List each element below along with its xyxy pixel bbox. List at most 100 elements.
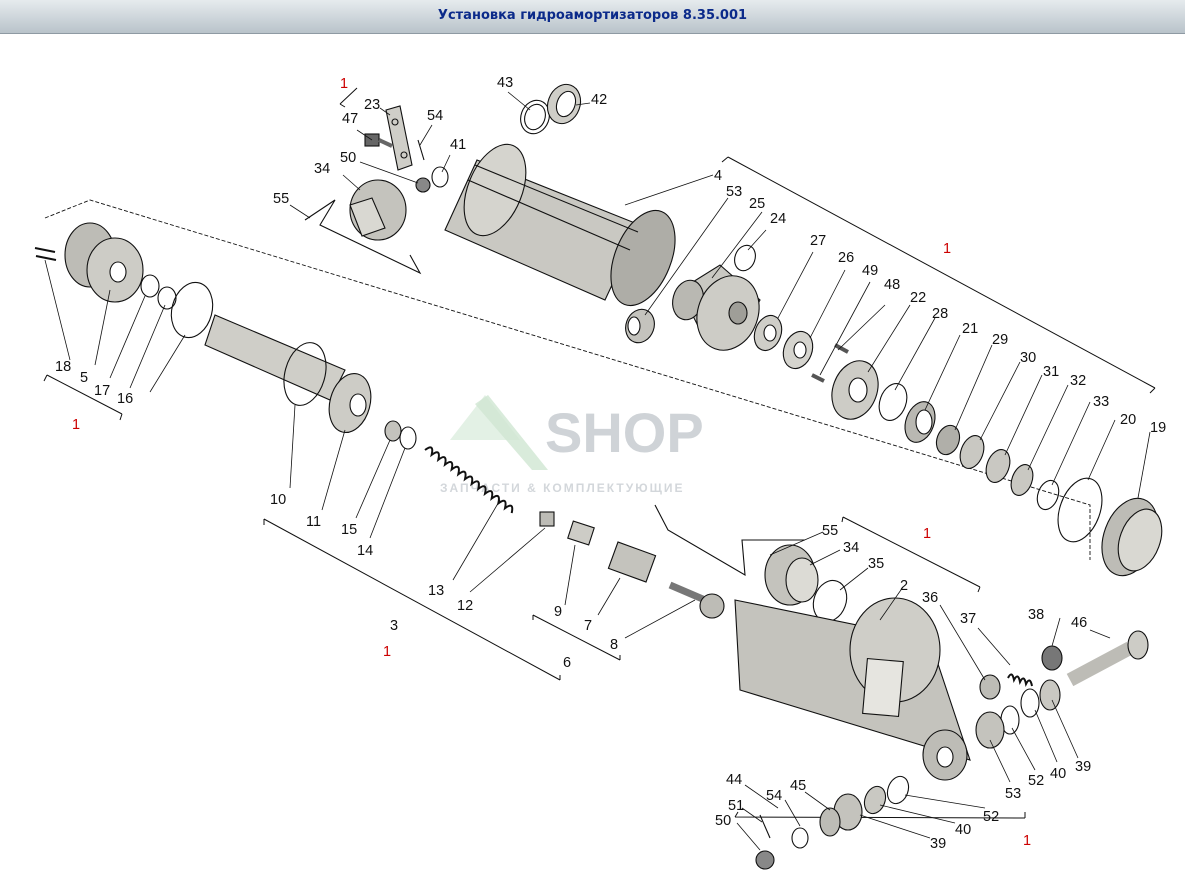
assembly-line	[44, 199, 1091, 560]
callout-label: 16	[117, 391, 133, 407]
callout-label: 43	[497, 75, 513, 91]
group-mark: 1	[340, 76, 348, 92]
watermark-tagline: ЗАПЧАСТИ & КОМПЛЕКТУЮЩИЕ	[440, 481, 684, 495]
ring-10	[283, 342, 327, 406]
piston-19	[1101, 497, 1163, 577]
callout-label: 50	[715, 813, 731, 829]
callout-label: 12	[457, 598, 473, 614]
callout-label: 27	[810, 233, 826, 249]
bushing-15-14	[384, 420, 417, 450]
callout-label: 20	[1120, 412, 1136, 428]
callout-label: 25	[749, 196, 765, 212]
callout-label: 40	[955, 822, 971, 838]
callout-label: 33	[1093, 394, 1109, 410]
callout-label: 39	[930, 836, 946, 852]
cylinder-4	[444, 143, 676, 307]
title-bar: Установка гидроамортизаторов 8.35.001	[0, 0, 1185, 34]
ring-24	[734, 244, 756, 272]
callout-label: 51	[728, 798, 744, 814]
callout-label: 42	[591, 92, 607, 108]
watermark: SHOP ЗАПЧАСТИ & КОМПЛЕКТУЮЩИЕ	[440, 395, 704, 495]
callout-label: 36	[922, 590, 938, 606]
nut-50-top	[415, 177, 431, 193]
watermark-brand: SHOP	[545, 401, 704, 464]
group-mark: 1	[923, 526, 931, 542]
callout-label: 52	[1028, 773, 1044, 789]
callout-label: 32	[1070, 373, 1086, 389]
plate-23	[385, 105, 413, 171]
callout-label: 23	[364, 97, 380, 113]
page-title: Установка гидроамортизаторов 8.35.001	[437, 8, 748, 23]
callout-label: 26	[838, 250, 854, 266]
rings-30-31-32-33	[959, 435, 1060, 511]
callout-label: 54	[766, 788, 782, 804]
group-brackets	[43, 87, 1156, 819]
group-mark: 1	[72, 417, 80, 433]
guide-11	[328, 373, 372, 433]
group-mark: 1	[1023, 833, 1031, 849]
exploded-diagram: SHOP ЗАПЧАСТИ & КОМПЛЕКТУЮЩИЕ	[34, 75, 1166, 870]
bolt-47	[364, 133, 393, 148]
callout-label: 34	[314, 161, 330, 177]
ring-16	[170, 281, 214, 339]
seal-42	[546, 83, 582, 125]
bolt-46	[1066, 630, 1149, 687]
callout-label: 48	[884, 277, 900, 293]
cap-34-top	[349, 179, 407, 241]
callout-label: 6	[563, 655, 571, 671]
callout-label: 38	[1028, 607, 1044, 623]
callout-label: 53	[1005, 786, 1021, 802]
callout-label: 13	[428, 583, 444, 599]
spring-13	[424, 446, 514, 514]
callout-label: 18	[55, 359, 71, 375]
callout-label: 29	[992, 332, 1008, 348]
ring-43	[520, 99, 550, 135]
leader-lines	[44, 91, 1151, 851]
rings-17	[140, 274, 177, 310]
cylinder-2	[734, 597, 971, 781]
callout-label: 45	[790, 778, 806, 794]
bottom-parts	[755, 775, 910, 870]
callout-label: 5	[80, 370, 88, 386]
callout-label: 31	[1043, 364, 1059, 380]
seal-29	[935, 424, 961, 456]
drawing-canvas: SHOP ЗАПЧАСТИ & КОМПЛЕКТУЮЩИЕ	[0, 34, 1185, 889]
callout-label: 15	[341, 522, 357, 538]
flange-22	[831, 360, 879, 420]
wire-55-mid	[654, 504, 805, 577]
group-mark: 1	[383, 644, 391, 660]
callout-label: 28	[932, 306, 948, 322]
nut-38	[1041, 645, 1063, 671]
spring-37	[1007, 673, 1033, 688]
callout-label: 46	[1071, 615, 1087, 631]
bolts-49-48	[811, 343, 849, 383]
callout-label: 41	[450, 137, 466, 153]
washer-27	[753, 314, 783, 352]
bushing-53-top	[625, 308, 655, 344]
ring-28	[878, 383, 908, 421]
washer-41	[431, 166, 449, 188]
screws-18	[34, 247, 57, 261]
callout-label: 44	[726, 772, 742, 788]
callout-label: 14	[357, 543, 373, 559]
callout-label: 7	[584, 618, 592, 634]
callout-label: 40	[1050, 766, 1066, 782]
callout-label: 2	[900, 578, 908, 594]
callout-label: 50	[340, 150, 356, 166]
callout-label: 3	[390, 618, 398, 634]
pin-54-top	[417, 139, 425, 161]
ring-20	[1057, 477, 1103, 543]
callout-label: 19	[1150, 420, 1166, 436]
callout-label: 8	[610, 637, 618, 653]
group-mark: 1	[943, 241, 951, 257]
callout-labels: 1 23 47 54 41 50 34 55 43 42 4 53 25 24 …	[55, 75, 1166, 852]
callout-label: 37	[960, 611, 976, 627]
bolt-8	[668, 581, 725, 619]
callout-label: 30	[1020, 350, 1036, 366]
block-9	[567, 520, 595, 546]
callout-label: 11	[306, 514, 321, 530]
callout-label: 17	[94, 383, 110, 399]
callout-label: 53	[726, 184, 742, 200]
wire-55-top	[304, 199, 422, 275]
callout-label: 52	[983, 809, 999, 825]
